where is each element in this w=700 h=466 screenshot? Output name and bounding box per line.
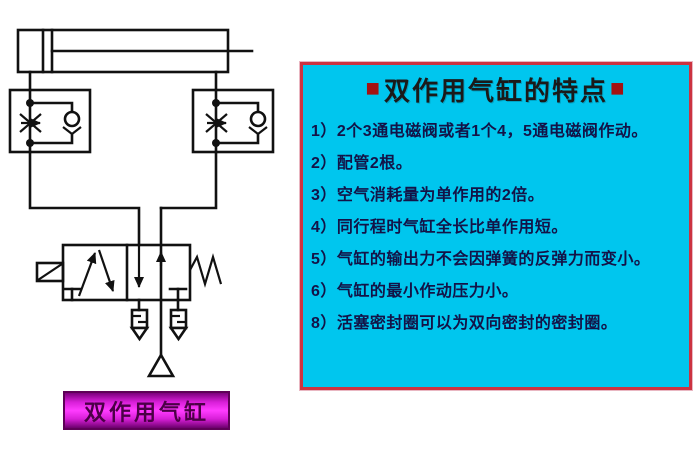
double-acting-cylinder-icon (16, 28, 254, 92)
title-square-left-icon: ■ (365, 75, 382, 102)
panel-title: ■ 双作用气缸的特点 ■ (303, 65, 689, 113)
panel-title-text: 双作用气缸的特点 (383, 75, 608, 106)
list-item: 1）2个3通电磁阀或者1个4，5通电磁阀作动。 (311, 123, 648, 140)
solenoid-valve-icon (61, 243, 192, 302)
list-item: 2）配管2根。 (311, 155, 413, 172)
solenoid-actuator-icon (35, 261, 65, 283)
cylinder-caption-bar: 双作用气缸 (63, 391, 230, 430)
feature-panel: ■ 双作用气缸的特点 ■ 1）2个3通电磁阀或者1个4，5通电磁阀作动。 2）配… (300, 62, 692, 390)
pneumatic-circuit-diagram (8, 28, 275, 378)
title-square-right-icon: ■ (610, 75, 627, 102)
feature-list: 1）2个3通电磁阀或者1个4，5通电磁阀作动。 2）配管2根。 3）空气消耗量为… (303, 113, 689, 337)
list-item: 6）气缸的最小作动压力小。 (311, 283, 519, 300)
flow-control-valve-right-icon (191, 88, 275, 154)
return-spring-icon (189, 253, 223, 288)
list-item: 3）空气消耗量为单作用的2倍。 (311, 187, 545, 204)
exhaust-muffler-right-icon (168, 298, 189, 342)
list-item: 8）活塞密封圈可以为双向密封的密封圈。 (311, 315, 618, 332)
list-item: 5）气缸的输出力不会因弹簧的反弹力而变小。 (311, 251, 651, 268)
flow-control-valve-left-icon (8, 88, 92, 154)
pipe-lines (28, 150, 218, 358)
cylinder-caption-text: 双作用气缸 (83, 399, 209, 425)
air-source-icon (146, 352, 176, 378)
list-item: 4）同行程时气缸全长比单作用短。 (311, 219, 568, 236)
exhaust-muffler-left-icon (129, 298, 150, 342)
